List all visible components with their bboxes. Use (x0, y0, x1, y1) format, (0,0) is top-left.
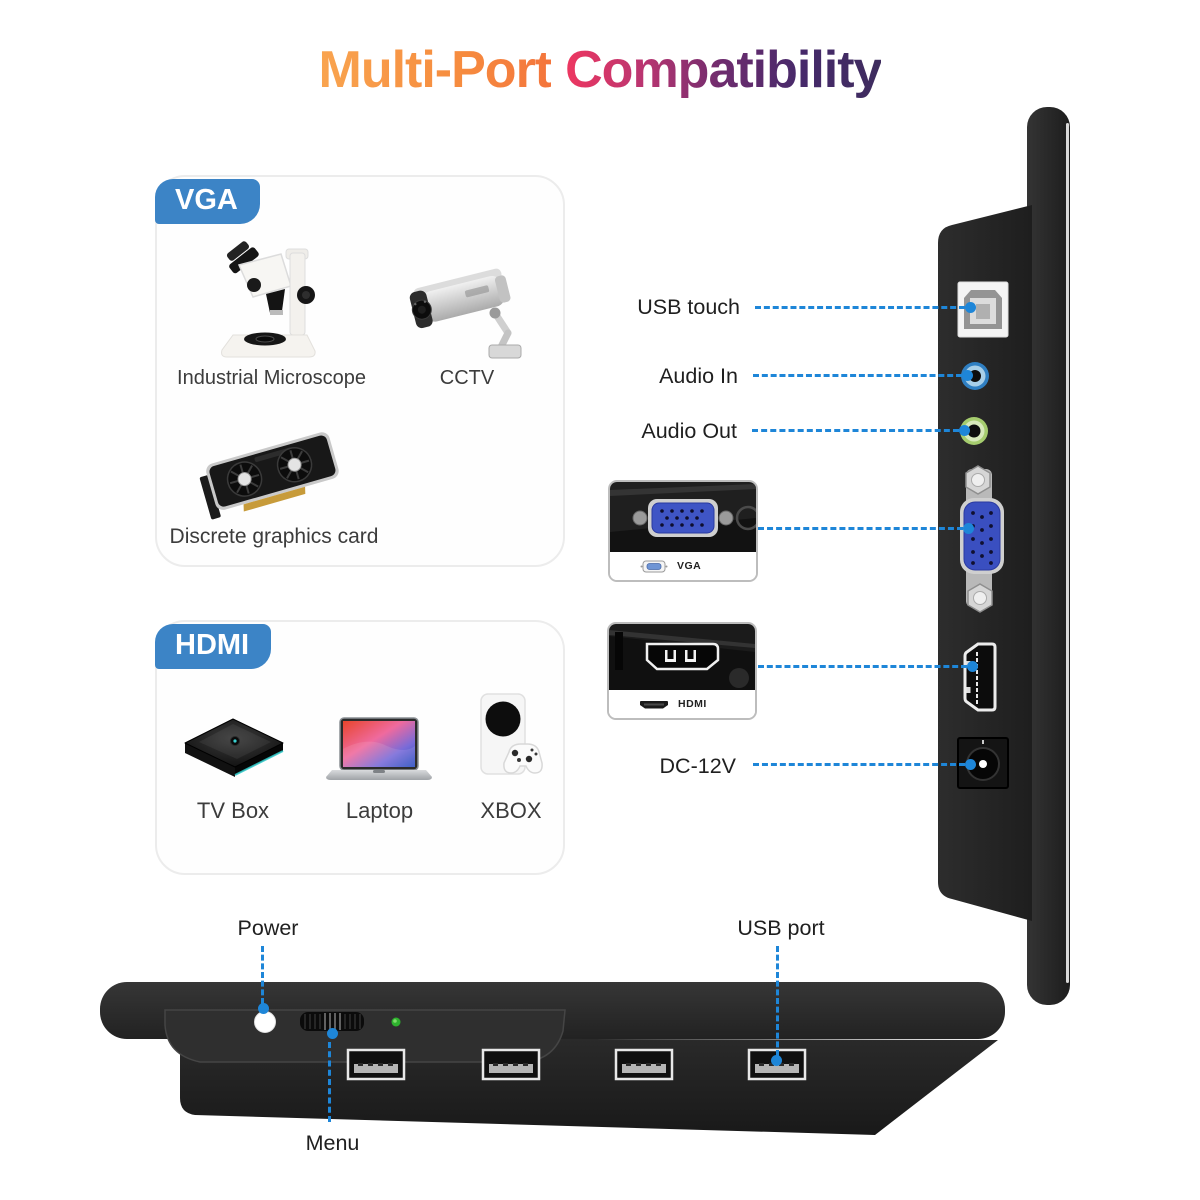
usb-port-1[interactable] (346, 1048, 406, 1081)
audio-in-label: Audio In (659, 364, 738, 388)
usb-touch-port (957, 281, 1009, 338)
cctv-label: CCTV (439, 367, 495, 389)
dc-12v-dot (965, 759, 976, 770)
usb-port-3[interactable] (614, 1048, 674, 1081)
vga-port (960, 465, 1004, 613)
power-button[interactable] (254, 1011, 276, 1033)
audio-in-dot (962, 370, 973, 381)
monitor-bottom-view (85, 955, 1015, 1140)
hdmi-inset-photo (609, 624, 755, 690)
hdmi-compatibility-card: HDMI TV Box (155, 620, 565, 875)
usb-touch-label: USB touch (637, 295, 740, 319)
cctv-image (405, 257, 529, 361)
vga-connector-icon (640, 560, 668, 572)
monitor-screen-edge (1027, 107, 1070, 1005)
vga-leader-line (758, 527, 963, 530)
menu-dot (327, 1028, 338, 1039)
laptop-image (323, 716, 435, 782)
hdmi-inset-strip: HDMI (609, 690, 755, 718)
dc-power-jack (957, 737, 1009, 789)
hdmi-connector-icon (640, 700, 668, 708)
xbox-image (473, 692, 547, 786)
menu-wheel[interactable] (300, 1012, 364, 1031)
microscope-icon (221, 241, 316, 358)
industrial-microscope-label: Industrial Microscope (177, 367, 366, 389)
vga-connector-inset: VGA (608, 480, 758, 582)
usb-touch-dot (965, 302, 976, 313)
laptop-label: Laptop (345, 798, 414, 823)
audio-out-jack (960, 417, 988, 445)
usb-port-label: USB port (737, 916, 825, 940)
audio-in-leader-line (753, 374, 962, 377)
tv-box-label: TV Box (196, 798, 270, 823)
graphics-card-image (197, 419, 349, 523)
usb-port-leader-line (776, 946, 779, 1056)
dc-12v-leader-line (753, 763, 965, 766)
laptop-icon (326, 717, 432, 780)
hdmi-dot (967, 661, 978, 672)
vga-compatibility-card: VGA Industrial Microscope (155, 175, 565, 567)
vga-badge: VGA (155, 179, 260, 224)
hdmi-connector-inset: HDMI (607, 622, 757, 720)
power-dot (258, 1003, 269, 1014)
power-leader-line (261, 946, 264, 1004)
menu-label: Menu (305, 1131, 360, 1155)
audio-in-jack (961, 362, 989, 390)
vga-dot (963, 523, 974, 534)
audio-out-leader-line (752, 429, 959, 432)
hdmi-leader-line (758, 665, 967, 668)
title-part-1: Multi-Port (318, 41, 553, 99)
graphics-card-icon (199, 432, 339, 520)
usb-port-dot (771, 1055, 782, 1066)
vga-inset-label: VGA (677, 560, 702, 572)
graphics-card-label: Discrete graphics card (169, 525, 379, 548)
xbox-label: XBOX (480, 798, 542, 823)
cctv-camera-icon (409, 268, 522, 359)
usb-port-2[interactable] (481, 1048, 541, 1081)
vga-inset-strip: VGA (610, 552, 756, 580)
xbox-icon (480, 693, 543, 775)
industrial-microscope-image (209, 233, 331, 363)
audio-out-label: Audio Out (641, 419, 737, 443)
usb-touch-leader-line (755, 306, 965, 309)
hdmi-badge: HDMI (155, 624, 272, 669)
power-led (391, 1017, 401, 1027)
power-label: Power (237, 916, 299, 940)
tv-box-image (177, 716, 291, 782)
hdmi-port (963, 642, 997, 712)
hdmi-inset-label: HDMI (678, 698, 707, 710)
monitor-side-view (920, 95, 1085, 1020)
title-part-2: Compatibility (565, 41, 882, 99)
vga-inset-photo (610, 482, 756, 552)
dc-12v-label: DC-12V (659, 754, 736, 778)
audio-out-dot (959, 425, 970, 436)
tv-box-icon (184, 718, 284, 777)
menu-leader-line (328, 1042, 331, 1122)
